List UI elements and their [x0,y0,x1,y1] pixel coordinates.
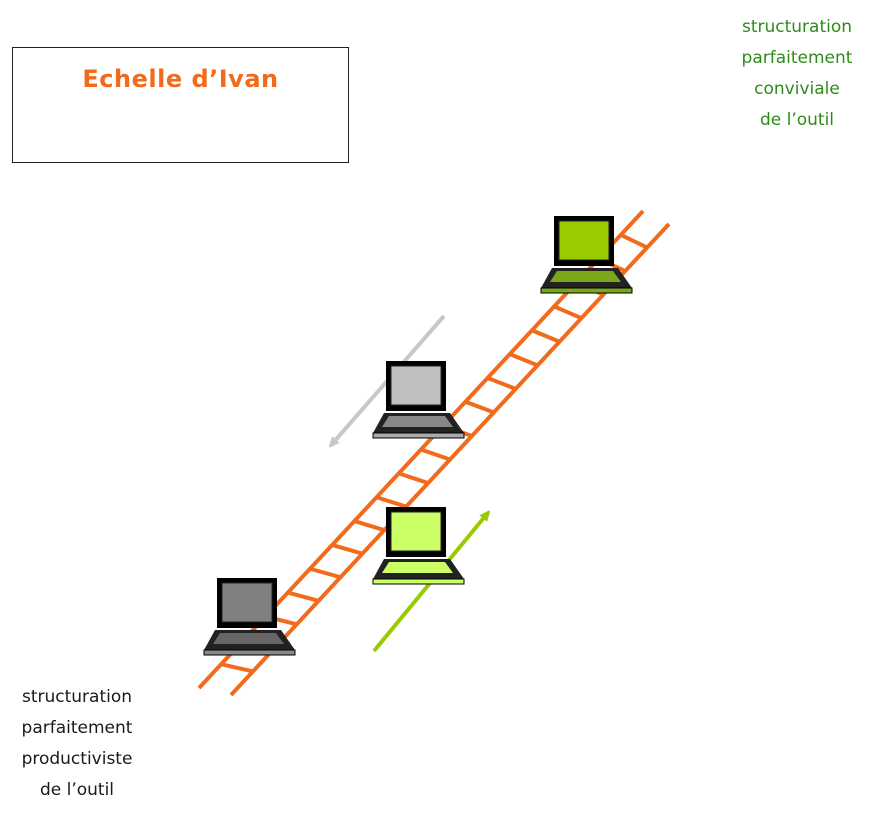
ladder-rung [220,662,254,674]
title-box: Echelle d’Ivan [12,47,349,163]
ladder-rung [553,304,583,321]
laptop-icon-mid-gray [372,361,465,439]
diagram-title: Echelle d’Ivan [82,65,279,93]
ladder-rung [531,328,561,344]
bottom-left-line-2: parfaitement [21,718,133,738]
ladder-rung [619,233,648,250]
ladder-rung [287,590,320,603]
laptop-icon-bottom [203,578,296,656]
bottom-left-line-3: productiviste [21,749,133,769]
bottom-left-line-4: de l’outil [39,780,115,800]
ladder-rung [509,352,539,368]
top-right-line-4: de l’outil [759,110,835,130]
ladder-rung [398,471,429,485]
bottom-left-label: structuration parfaitement productiviste… [2,682,152,806]
ladder-rung [464,399,495,415]
ladder-rung [375,495,407,509]
top-right-label: structuration parfaitement conviviale de… [727,12,867,136]
ladder-rung [309,566,342,580]
bottom-left-line-1: structuration [21,687,133,707]
top-right-line-3: conviviale [754,79,840,99]
ladder-rung [486,376,517,391]
laptop-icon-top [540,216,633,294]
ladder-rung [331,542,363,556]
laptop-icon-mid-green [372,507,465,585]
ladder-rung [420,447,451,462]
top-right-line-1: structuration [741,17,853,37]
top-right-line-2: parfaitement [741,48,853,68]
ladder-rung [353,519,385,533]
